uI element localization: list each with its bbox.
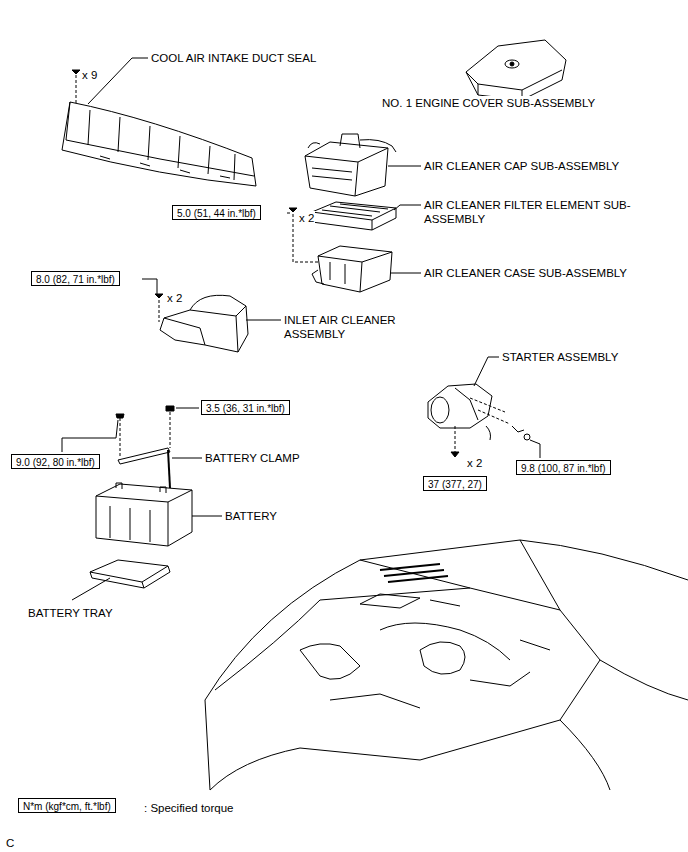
duct-seal: [62, 70, 256, 186]
torque-box: 37 (377, 27): [423, 476, 487, 491]
part-label: AIR CLEANER CAP SUB-ASSEMBLY: [423, 159, 620, 173]
quantity-note: x 2: [466, 456, 483, 470]
torque-value: 8.0 (82, 71 in.*lbf): [36, 274, 115, 285]
part-label: BATTERY CLAMP: [204, 451, 301, 465]
vehicle-outline: [205, 540, 688, 790]
starter-assembly: [428, 384, 530, 457]
part-label: BATTERY: [224, 509, 278, 523]
torque-value: 37 (377, 27): [428, 479, 482, 490]
part-label: AIR CLEANER FILTER ELEMENT SUB-ASSEMBLY: [423, 198, 640, 226]
torque-value: N*m (kgf*cm, ft.*lbf): [23, 801, 111, 812]
air-cleaner-cap: [305, 134, 396, 196]
part-label: COOL AIR INTAKE DUCT SEAL: [150, 51, 317, 65]
torque-value: 5.0 (51, 44 in.*lbf): [177, 208, 256, 219]
torque-box: 8.0 (82, 71 in.*lbf): [31, 271, 120, 286]
battery-tray: [90, 560, 170, 588]
quantity-note: x 2: [298, 211, 315, 225]
filter-element: [312, 202, 396, 230]
battery-clamp: [116, 406, 174, 488]
part-label: BATTERY TRAY: [27, 606, 114, 620]
part-label: NO. 1 ENGINE COVER SUB-ASSEMBLY: [381, 96, 596, 110]
part-label: : Specified torque: [143, 801, 235, 815]
leader-lines: [62, 58, 540, 600]
part-label: INLET AIR CLEANER ASSEMBLY: [283, 313, 435, 341]
torque-box: 9.0 (92, 80 in.*lbf): [11, 454, 100, 469]
torque-value: 9.8 (100, 87 in.*lbf): [521, 463, 606, 474]
torque-box: 5.0 (51, 44 in.*lbf): [172, 205, 261, 220]
engine-cover: [466, 40, 566, 100]
torque-value: 3.5 (36, 31 in.*lbf): [206, 403, 285, 414]
battery: [96, 483, 192, 546]
torque-box: 3.5 (36, 31 in.*lbf): [201, 400, 290, 415]
part-label: STARTER ASSEMBLY: [501, 350, 619, 364]
torque-value: 9.0 (92, 80 in.*lbf): [16, 457, 95, 468]
quantity-note: x 2: [166, 291, 183, 305]
part-label: C: [5, 836, 15, 850]
torque-box: 9.8 (100, 87 in.*lbf): [516, 460, 611, 475]
air-cleaner-case: [289, 208, 392, 292]
quantity-note: x 9: [81, 68, 98, 82]
torque-box: N*m (kgf*cm, ft.*lbf): [18, 798, 116, 813]
part-label: AIR CLEANER CASE SUB-ASSEMBLY: [423, 266, 628, 280]
